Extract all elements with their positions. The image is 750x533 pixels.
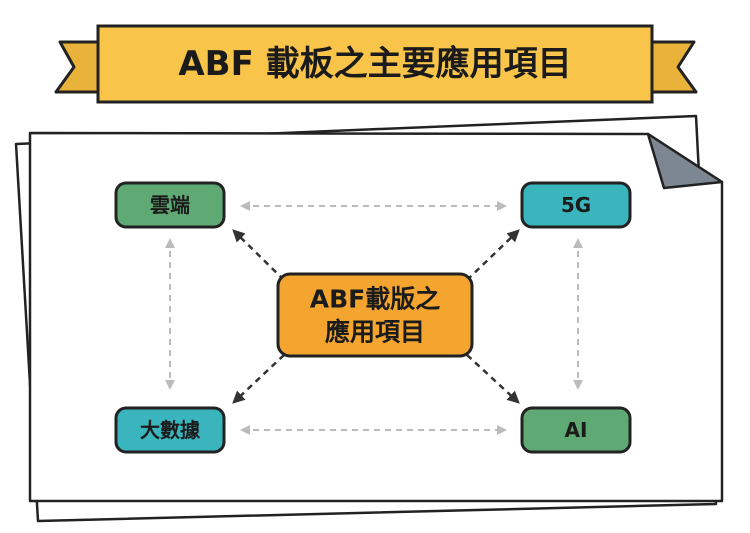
center-box <box>276 272 474 358</box>
node-cloud: 雲端 <box>114 181 226 229</box>
node-5g: 5G <box>520 181 632 229</box>
arrow-to-ai <box>466 354 520 404</box>
banner-right-ribbon <box>650 40 698 94</box>
node-5g-box <box>520 181 632 229</box>
node-ai: AI <box>520 406 632 454</box>
node-bigdata-box <box>114 406 226 454</box>
node-ai-label: AI <box>565 418 588 442</box>
center-label-line1: ABF載版之 <box>310 285 440 314</box>
node-cloud-box <box>114 181 226 229</box>
center-node: ABF載版之 應用項目 <box>276 272 474 358</box>
node-bigdata-label: 大數據 <box>140 418 201 442</box>
title-banner: ABF 載板之主要應用項目 <box>54 24 698 104</box>
arrow-to-bigdata <box>232 354 285 404</box>
banner-left-ribbon <box>54 40 100 94</box>
center-label-line2: 應用項目 <box>325 318 425 347</box>
banner-main <box>96 24 654 104</box>
node-cloud-label: 雲端 <box>150 193 190 217</box>
node-5g-label: 5G <box>561 193 591 217</box>
paper-fold-corner <box>646 132 724 190</box>
arrow-to-cloud <box>232 229 285 281</box>
center-arrows <box>232 229 520 404</box>
outer-connectors <box>165 201 583 435</box>
arrow-to-5g <box>466 229 520 281</box>
node-ai-box <box>520 406 632 454</box>
node-bigdata: 大數據 <box>114 406 226 454</box>
page-title: ABF 載板之主要應用項目 <box>178 44 571 84</box>
